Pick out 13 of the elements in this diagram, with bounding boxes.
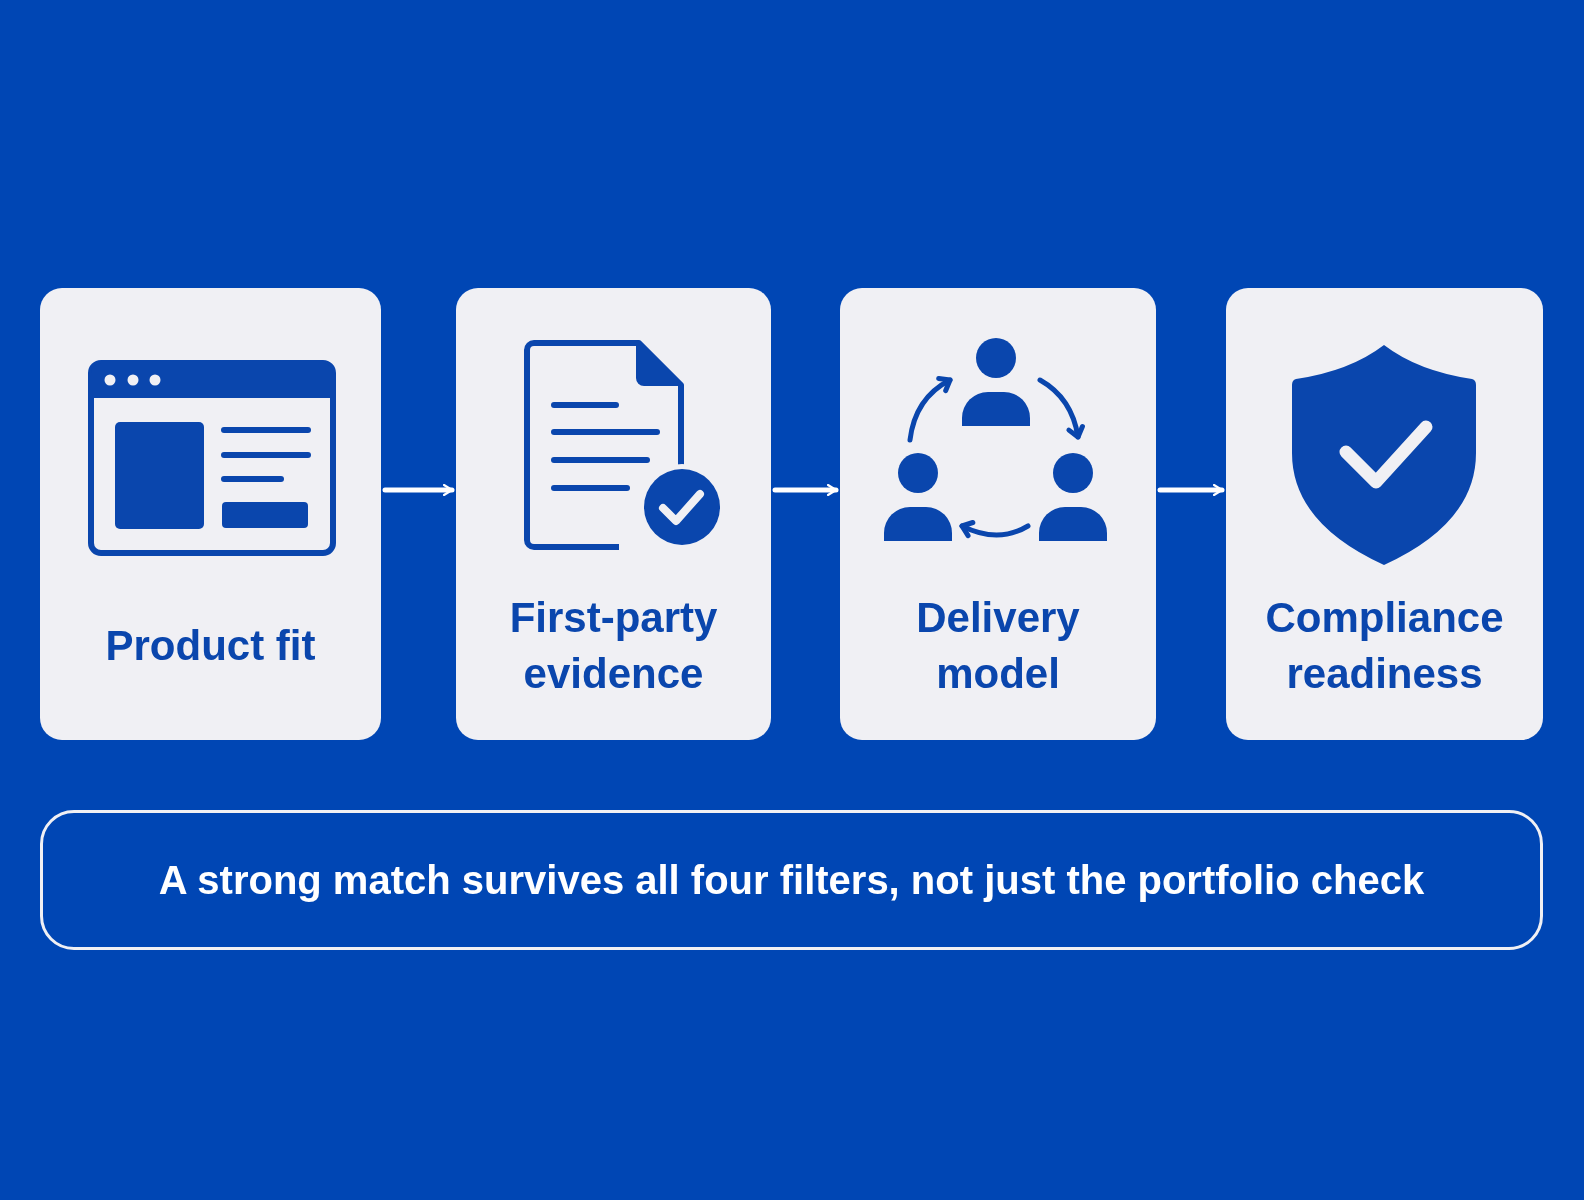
- arrow: [1157, 483, 1225, 497]
- step-card: [1226, 288, 1543, 740]
- summary-text: A strong match survives all four filters, not just the portfolio check: [158, 857, 1425, 903]
- arrow: [382, 483, 455, 497]
- summary-banner: [40, 810, 1543, 950]
- step-card: [40, 288, 381, 740]
- step-label: Product fit: [104, 620, 317, 671]
- step-card: [840, 288, 1156, 740]
- step-label: First-party evidence: [508, 592, 719, 699]
- step-card: [456, 288, 771, 740]
- step-label: Delivery model: [915, 592, 1081, 699]
- arrow: [772, 483, 839, 497]
- step-label: Compliance readiness: [1264, 592, 1505, 699]
